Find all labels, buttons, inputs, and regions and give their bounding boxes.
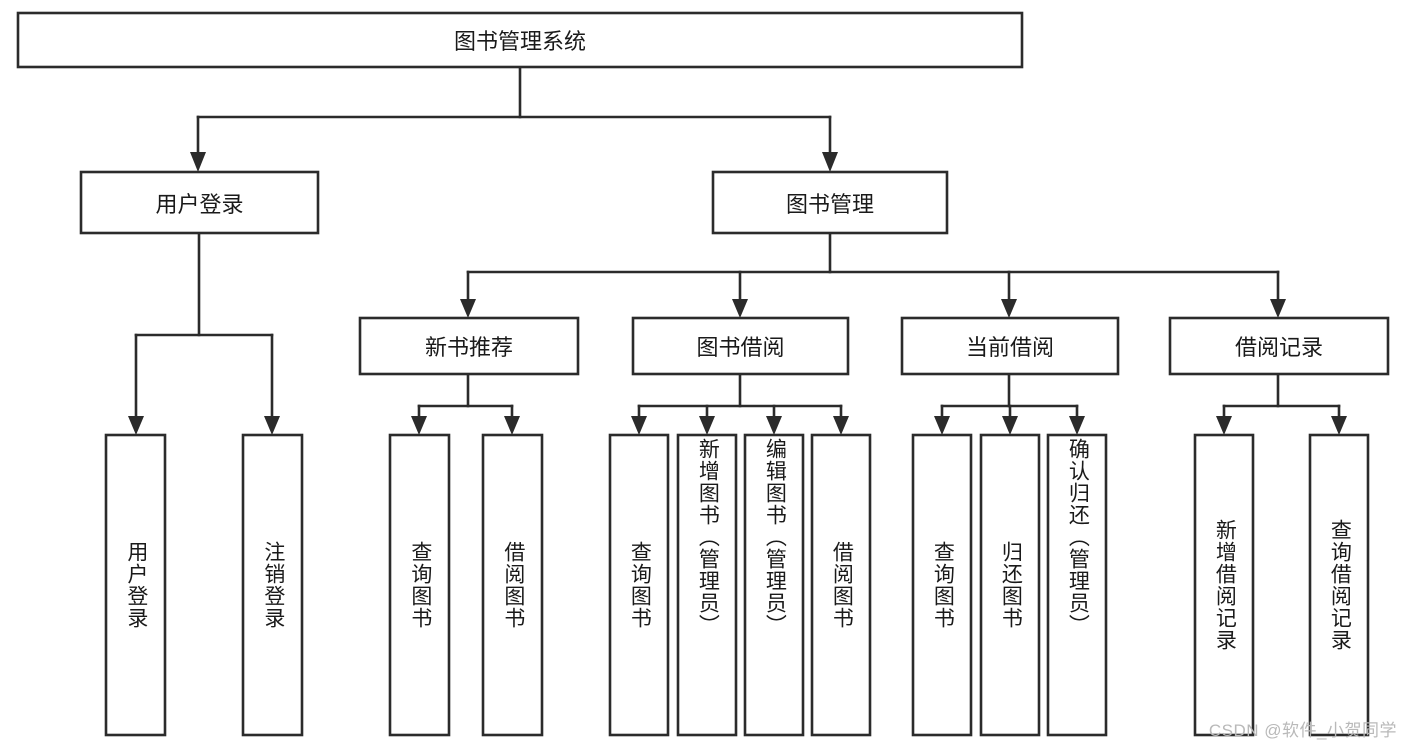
arrow-head-icon xyxy=(1216,416,1232,435)
connector-borrowrecord-to-leaves xyxy=(1216,372,1347,435)
node-borrow-add-book[interactable] xyxy=(676,433,738,737)
arrow-head-icon xyxy=(833,416,849,435)
node-user-logout[interactable] xyxy=(241,433,304,737)
connector-newbook-to-leaves xyxy=(411,372,520,435)
node-book-management[interactable] xyxy=(711,170,949,235)
arrow-head-icon xyxy=(631,416,647,435)
node-recommend-query-book[interactable] xyxy=(388,433,451,737)
csdn-watermark: CSDN @软件_小贺同学 xyxy=(1208,721,1397,740)
arrow-head-icon xyxy=(822,152,838,172)
node-current-confirm-return[interactable] xyxy=(1046,433,1108,737)
arrow-head-icon xyxy=(1331,416,1347,435)
arrow-head-icon xyxy=(1002,416,1018,435)
arrow-head-icon xyxy=(1001,299,1017,318)
node-new-book-recommend[interactable] xyxy=(358,316,580,376)
connector-bookborrow-to-leaves xyxy=(631,372,849,435)
node-root[interactable] xyxy=(16,11,1024,69)
node-current-borrow[interactable] xyxy=(900,316,1120,376)
arrow-head-icon xyxy=(190,152,206,172)
node-user-login-do[interactable] xyxy=(104,433,167,737)
arrow-head-icon xyxy=(699,416,715,435)
connector-currentborrow-to-leaves xyxy=(934,372,1085,435)
node-borrow-query-book[interactable] xyxy=(608,433,670,737)
connector-userlogin-to-children xyxy=(128,231,280,435)
node-user-login[interactable] xyxy=(79,170,320,235)
arrow-head-icon xyxy=(460,299,476,318)
arrow-head-icon xyxy=(732,299,748,318)
node-recommend-borrow-book[interactable] xyxy=(481,433,544,737)
arrow-head-icon xyxy=(128,416,144,435)
arrow-head-icon xyxy=(1270,299,1286,318)
node-book-borrow[interactable] xyxy=(631,316,850,376)
arrow-head-icon xyxy=(264,416,280,435)
node-record-add[interactable] xyxy=(1193,433,1255,737)
arrow-head-icon xyxy=(766,416,782,435)
node-record-query[interactable] xyxy=(1308,433,1370,737)
node-current-return-book[interactable] xyxy=(979,433,1041,737)
arrow-head-icon xyxy=(411,416,427,435)
connector-bookmgmt-to-children xyxy=(460,231,1286,318)
arrow-head-icon xyxy=(504,416,520,435)
arrow-head-icon xyxy=(1069,416,1085,435)
arrow-head-icon xyxy=(934,416,950,435)
connector-root-to-level2 xyxy=(190,65,838,172)
node-borrow-borrow-book[interactable] xyxy=(810,433,872,737)
node-borrow-record[interactable] xyxy=(1168,316,1390,376)
node-borrow-edit-book[interactable] xyxy=(743,433,805,737)
node-current-query-book[interactable] xyxy=(911,433,973,737)
